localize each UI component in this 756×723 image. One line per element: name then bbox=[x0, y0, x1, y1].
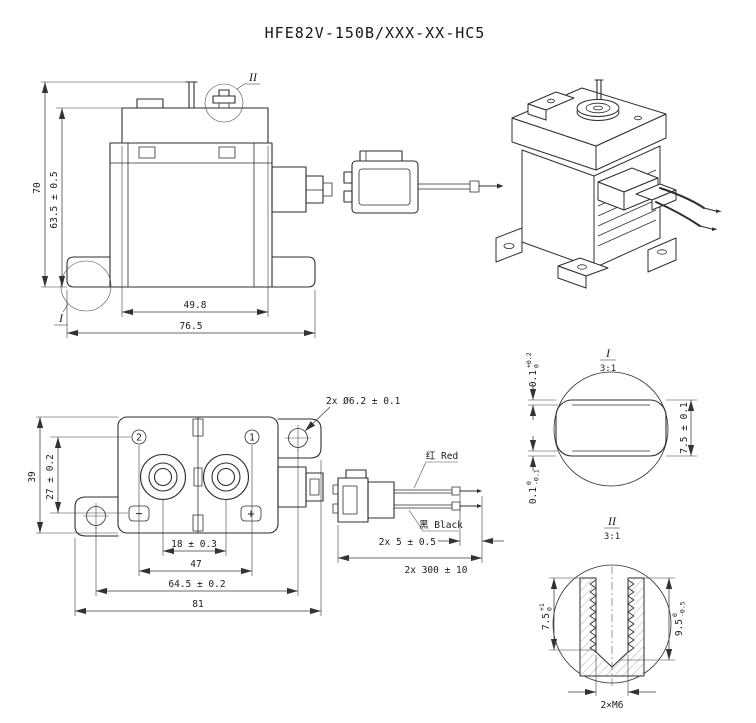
svg-text:0: 0 bbox=[546, 607, 554, 611]
thread-size-callout: 2×M6 bbox=[601, 700, 624, 711]
iso-top-boss bbox=[576, 99, 620, 117]
black-wire-label: 黑 Black bbox=[419, 520, 463, 531]
detail-ii-label: II bbox=[607, 514, 617, 528]
svg-text:9.5: 9.5 bbox=[674, 619, 685, 636]
front-view: II I 70 63.5 ± 0.5 49.8 76.5 bbox=[32, 70, 504, 338]
detail-view-i: I 3:1 0.1 +0.2 0 7.5 ± 0.1 0.1 0 -0.1 bbox=[525, 346, 697, 504]
coil-connector bbox=[343, 150, 504, 214]
iso-body-left-face bbox=[521, 149, 595, 269]
thread-profile-right bbox=[627, 579, 635, 653]
wire-tip bbox=[497, 183, 504, 189]
dim-wire-length: 2x 300 ± 10 bbox=[405, 565, 468, 576]
relay-body bbox=[109, 142, 273, 288]
dim-cap-width: 49.8 bbox=[184, 300, 207, 311]
iso-wire-1 bbox=[659, 187, 705, 209]
pin-tip-2 bbox=[477, 504, 482, 508]
pin-tip-1 bbox=[477, 489, 482, 493]
svg-text:-0.1: -0.1 bbox=[533, 469, 541, 485]
relay-cap bbox=[121, 107, 269, 144]
svg-text:7.5: 7.5 bbox=[541, 613, 552, 630]
polarity-plus-box bbox=[240, 505, 262, 522]
iso-foot-right bbox=[647, 237, 677, 273]
terminal-number-2: 2 bbox=[136, 433, 142, 444]
drawing-title: HFE82V-150B/XXX-XX-HC5 bbox=[265, 24, 486, 42]
svg-text:-0.5: -0.5 bbox=[679, 601, 687, 617]
detail-view-ii: II 3:1 7.5 +1 0 9.5 0 -0.5 2×M6 bbox=[538, 514, 687, 711]
detail-i-circle bbox=[60, 260, 112, 312]
mount-flange-right bbox=[271, 256, 316, 288]
svg-text:0.1: 0.1 bbox=[528, 370, 539, 387]
top-view: 2 1 − + 2x Ø6.2 ± 0.1 39 27 ± 0.2 18 ± 0… bbox=[27, 396, 401, 616]
dim-tip-length: 2x 5 ± 0.5 bbox=[379, 537, 436, 548]
dim-mount-pitch: 64.5 ± 0.2 bbox=[168, 579, 225, 590]
dim-total-width-top: 81 bbox=[192, 599, 204, 610]
detail-ii-circle bbox=[204, 83, 244, 123]
svg-text:0.1: 0.1 bbox=[528, 487, 539, 504]
dim-crown-lower: 0.1 0 -0.1 bbox=[525, 469, 541, 504]
lead-assembly: 红 Red 黑 Black 2x 5 ± 0.5 2x 300 ± 10 bbox=[332, 450, 504, 576]
top-view-outline bbox=[74, 416, 324, 537]
dim-contact-height: 7.5 ± 0.1 bbox=[679, 402, 690, 454]
red-wire-label: 红 Red bbox=[426, 450, 458, 462]
detail-i-scale: 3:1 bbox=[600, 364, 616, 374]
coil-socket bbox=[271, 166, 307, 213]
front-view-dimensions: 70 63.5 ± 0.5 49.8 76.5 bbox=[32, 81, 316, 338]
top-view-dimensions: 39 27 ± 0.2 18 ± 0.3 47 64.5 ± 0.2 81 bbox=[27, 416, 322, 616]
mount-ear-right bbox=[277, 418, 322, 459]
svg-text:0: 0 bbox=[525, 481, 533, 485]
svg-text:+1: +1 bbox=[538, 603, 546, 611]
svg-text:+0.2: +0.2 bbox=[525, 352, 533, 368]
lead-connector bbox=[337, 477, 369, 523]
detail-i-label: I bbox=[605, 346, 611, 360]
detail-ii-marker: II bbox=[248, 70, 258, 84]
coil-socket-top bbox=[277, 466, 307, 508]
dim-terminal-pitch: 18 ± 0.3 bbox=[171, 539, 217, 550]
isometric-view bbox=[495, 79, 722, 289]
connector-housing bbox=[351, 160, 419, 214]
terminal-left bbox=[139, 453, 187, 501]
dim-width-47: 47 bbox=[190, 559, 201, 570]
front-view-outline bbox=[66, 81, 333, 288]
dim-thread-depth: 7.5 +1 0 bbox=[538, 603, 554, 630]
detail-i-boundary bbox=[553, 371, 669, 487]
terminal-number-1: 1 bbox=[249, 433, 255, 444]
iso-wire-2 bbox=[655, 201, 701, 227]
terminal-number-1-circle bbox=[244, 429, 260, 445]
terminal-number-2-circle bbox=[131, 429, 147, 445]
svg-text:0: 0 bbox=[533, 364, 541, 368]
thread-profile-left bbox=[589, 579, 597, 653]
iso-foot-left bbox=[495, 227, 523, 263]
detail-ii-scale: 3:1 bbox=[604, 532, 620, 542]
polarity-plus: + bbox=[247, 507, 254, 521]
dim-body-depth: 39 bbox=[27, 471, 38, 483]
mount-flange-left bbox=[66, 256, 111, 288]
dim-total-width: 76.5 bbox=[180, 321, 203, 332]
hole-callout: 2x Ø6.2 ± 0.1 bbox=[326, 396, 401, 407]
dim-hole-depth: 9.5 0 -0.5 bbox=[671, 601, 687, 636]
contact-section bbox=[555, 399, 667, 457]
dim-total-height: 70 bbox=[32, 182, 43, 194]
vent-cap bbox=[218, 89, 230, 97]
threaded-boss-section bbox=[579, 577, 645, 677]
terminal-right bbox=[202, 453, 250, 501]
dim-inner-depth: 27 ± 0.2 bbox=[45, 454, 56, 500]
svg-text:0: 0 bbox=[671, 613, 679, 617]
mount-ear-left bbox=[74, 496, 119, 537]
dim-body-height: 63.5 ± 0.5 bbox=[49, 171, 60, 228]
dim-crown-upper: 0.1 +0.2 0 bbox=[525, 352, 541, 387]
detail-i-marker: I bbox=[58, 311, 64, 325]
